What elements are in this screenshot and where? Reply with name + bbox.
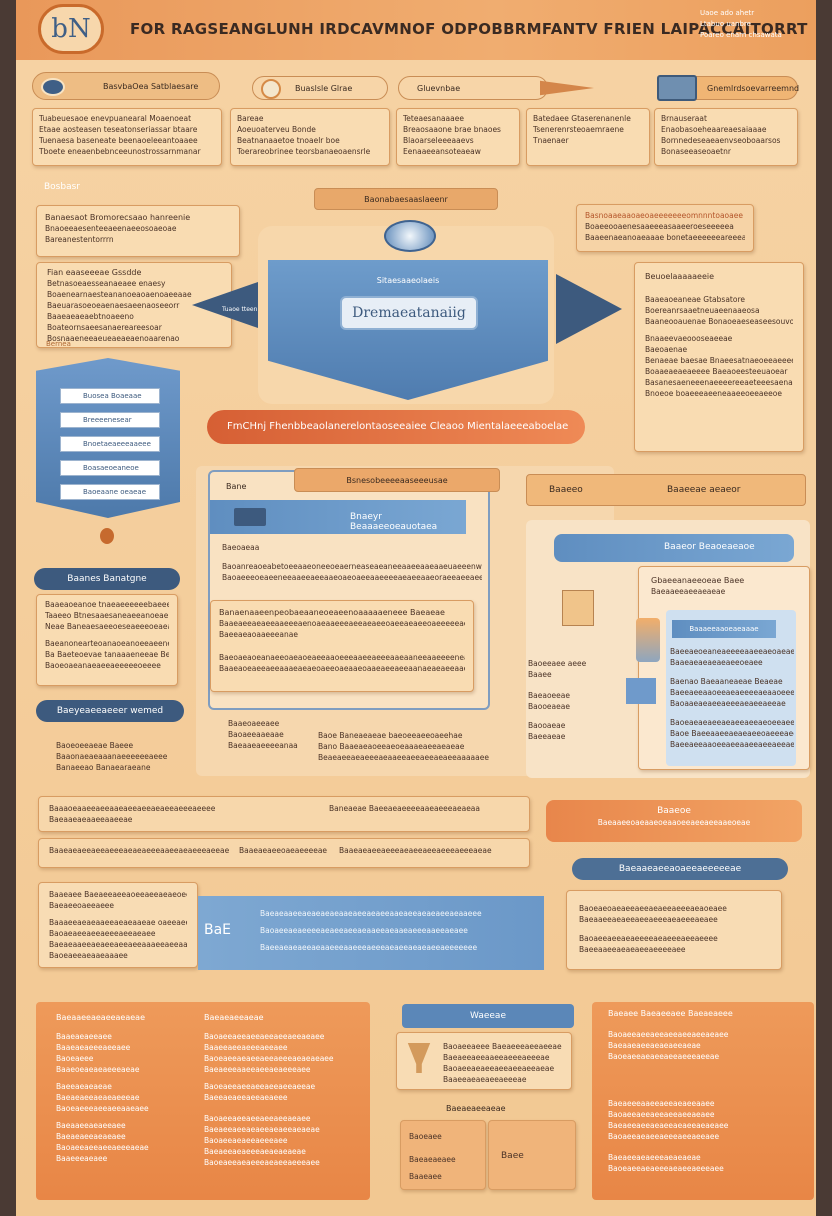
bottom-right-panel xyxy=(592,1002,814,1200)
mid-center-bluebar: Bnaeyr Beaaaeeoeauotaea xyxy=(210,500,466,534)
mid-right-bluebar: Baaeor Beaoeaeaoe xyxy=(554,534,794,562)
mid-center-tab: Bane xyxy=(226,482,247,491)
form-field-4[interactable]: Boasaeoeaneoe xyxy=(60,460,160,476)
bottom-center-header: Waeeae xyxy=(402,1004,574,1028)
tab-4[interactable]: Gnemlrdsoevarreemnd xyxy=(657,75,799,101)
left-arrow-label: Tuaoe tteen xyxy=(222,306,258,313)
left-footer: Bernea xyxy=(46,340,71,348)
form-field-2[interactable]: Breeeenesear xyxy=(60,412,160,428)
cube-icon xyxy=(626,678,656,704)
tab-2[interactable]: Buaslsle Glrae xyxy=(252,76,388,100)
form-field-3[interactable]: Bnoetaeaeeeaaeee xyxy=(60,436,160,452)
pin-icon xyxy=(100,528,114,544)
lower-blue-box: BaE Baeaeaaeeaeaeaeaeaaeaeeaeaeeaaeaeeae… xyxy=(198,896,544,970)
laptop-icon xyxy=(657,75,697,101)
pill-1[interactable]: Baanes Banatgne xyxy=(34,568,180,590)
page-title: FOR RAGSEANGLUNH IRDCAVMNOF ODPOBBRMFANT… xyxy=(130,20,808,38)
bottom-center-right-box: Baee xyxy=(488,1120,576,1190)
mid-right-tabbar: Baaeeo Baaeeae aeaeor xyxy=(526,474,806,506)
mid-center-header: Bsnesobeeeeaaseeeusae xyxy=(294,468,500,492)
form-field-5[interactable]: Baoeaane oeaeae xyxy=(60,484,160,500)
logo: bN xyxy=(38,4,104,54)
bottom-center-subtitle: Baeaeaeeaeae xyxy=(446,1104,506,1113)
window-icon xyxy=(234,508,266,526)
robot-icon xyxy=(636,618,660,662)
tab-3[interactable]: Gluevnbae xyxy=(398,76,548,100)
center-band: FmCHnj Fhenbbeaolanerelontaoseeaiee Clea… xyxy=(207,410,585,444)
section-label: Bosbasr xyxy=(44,182,80,192)
lower-orange-pill[interactable]: Baaeoe Baeaaeeoaeaaeoeaaoeeaeeaeeaaeoeae xyxy=(546,800,802,842)
bottom-right-text: Baeaee Baeaeeaee Baeaeaeee Baoaeeaeeaeea… xyxy=(608,1009,733,1173)
chat-icon xyxy=(41,78,65,96)
trophy-icon xyxy=(407,1043,431,1073)
bottom-left-panel xyxy=(36,1002,370,1200)
mid-right-inner-tab[interactable]: Baaaeeaaoeaeaaae xyxy=(672,620,776,638)
search-box[interactable]: Dremaeatanaiig xyxy=(340,296,478,330)
pill-2[interactable]: Baeyeaeeaeeer wemed xyxy=(36,700,184,722)
lower-navy-pill[interactable]: Baeaaeaeeaoaeeaeeeeeae xyxy=(572,858,788,880)
form-fields: Buosea Boaeaae Breeeenesear Bnoetaeaeeea… xyxy=(60,388,160,500)
tab-1[interactable]: BasvbaOea Satblaesare xyxy=(32,72,220,100)
mid-center-subcard: Banaenaaeenpeobaeaaneoeaeenoaaaaaeneee B… xyxy=(210,600,474,692)
mid-left-card-1: Baaeaoeanoe tnaeaeeeeeebaeeeaneeaeaeaeTa… xyxy=(36,594,178,686)
mid-center-rows: Baeoaeaa Baoanreaoeabetoeeaaeoneeoeaerne… xyxy=(222,543,482,582)
center-top-label: Baonabaesaaslaeenr xyxy=(314,188,498,210)
badge-icon xyxy=(261,79,281,99)
form-field-1[interactable]: Buosea Boaeaae xyxy=(60,388,160,404)
chair-icon xyxy=(562,590,594,626)
header-bar xyxy=(16,0,816,60)
cloud-icon xyxy=(384,220,436,252)
shield-title: Sitaesaaeolaeis xyxy=(376,276,440,285)
